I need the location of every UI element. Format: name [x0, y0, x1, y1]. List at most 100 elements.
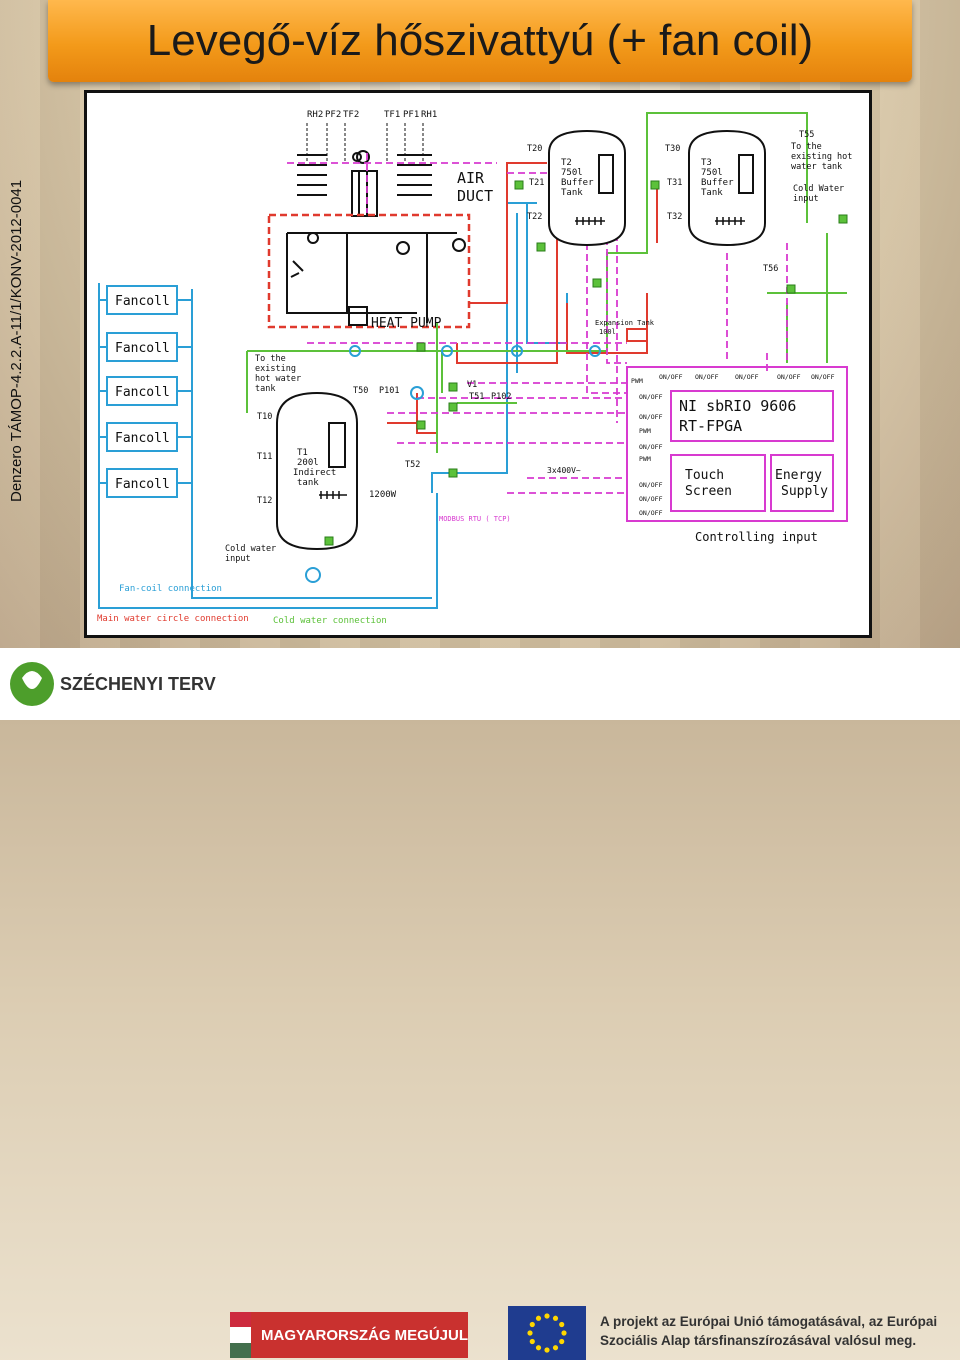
eu-star-icon	[527, 1330, 533, 1336]
svg-text:200l: 200l	[297, 458, 319, 468]
eu-star-icon	[544, 1347, 550, 1353]
svg-text:ON/OFF: ON/OFF	[639, 413, 663, 421]
svg-text:ON/OFF: ON/OFF	[639, 393, 663, 401]
svg-text:T22: T22	[527, 212, 542, 222]
fancoll-2: Fancoll	[106, 332, 178, 362]
svg-text:Fancoll: Fancoll	[115, 385, 170, 400]
svg-text:Buffer: Buffer	[701, 178, 734, 188]
svg-text:To the: To the	[255, 354, 286, 364]
eu-star-icon	[529, 1321, 535, 1328]
svg-text:Fancoll: Fancoll	[115, 294, 170, 309]
svg-text:TF1: TF1	[384, 110, 400, 120]
project-id-label: Denzero TÁMOP-4.2.2.A-11/1/KONV-2012-004…	[8, 179, 25, 502]
svg-text:T52: T52	[405, 460, 420, 470]
controller-name: NI sbRIO 9606	[679, 397, 796, 415]
eu-funding-line2: Szociális Alap társfinanszírozásával val…	[600, 1333, 917, 1348]
svg-text:tank: tank	[297, 478, 319, 488]
magyarorszag-megujul-text: MAGYARORSZÁG MEGÚJUL	[261, 1326, 468, 1344]
controller-block: NI sbRIO 9606 RT-FPGA Touch Screen Energ…	[626, 366, 848, 544]
legend-main-water: Main water circle connection	[97, 614, 249, 624]
touch-screen-line2: Screen	[685, 484, 732, 499]
svg-text:RH1: RH1	[421, 110, 437, 120]
heater-label: 1200W	[369, 490, 397, 500]
svg-text:750l: 750l	[701, 168, 723, 178]
legend-cold-water: Cold water connection	[273, 616, 387, 626]
fancoll-1: Fancoll	[106, 285, 178, 315]
svg-text:DUCT: DUCT	[457, 187, 493, 205]
svg-text:ON/OFF: ON/OFF	[735, 373, 759, 381]
svg-text:Tank: Tank	[701, 188, 723, 198]
svg-text:ON/OFF: ON/OFF	[639, 495, 663, 503]
svg-text:Indirect: Indirect	[293, 468, 336, 478]
eu-star-icon	[529, 1338, 535, 1345]
energy-supply-line1: Energy	[775, 468, 822, 483]
svg-text:T32: T32	[667, 212, 682, 222]
svg-text:ON/OFF: ON/OFF	[777, 373, 801, 381]
fancoll-4: Fancoll	[106, 422, 178, 452]
eu-star-icon	[544, 1313, 550, 1319]
eu-funding-statement: A projekt az Európai Unió támogatásával,…	[600, 1312, 950, 1350]
svg-text:Expansion Tank: Expansion Tank	[595, 319, 655, 327]
svg-text:100l: 100l	[599, 328, 616, 336]
controller-fpga: RT-FPGA	[679, 417, 742, 435]
heat-pump-diagram: RH2 PF2 TF2 TF1 PF1 RH1 AIR DUCT	[84, 90, 872, 638]
svg-text:T20: T20	[527, 144, 542, 154]
power-label: 3x400V~	[547, 466, 581, 475]
svg-text:input: input	[793, 194, 819, 204]
svg-text:PF1: PF1	[403, 110, 419, 120]
svg-text:TF2: TF2	[343, 110, 359, 120]
svg-text:tank: tank	[255, 384, 275, 394]
fancoll-3: Fancoll	[106, 376, 178, 406]
svg-text:PWM: PWM	[639, 427, 651, 435]
modbus-label: MODBUS RTU ( TCP)	[439, 515, 511, 523]
svg-text:750l: 750l	[561, 168, 583, 178]
eu-star-icon	[552, 1345, 559, 1351]
fan-coil-pipes	[98, 202, 568, 609]
svg-text:ON/OFF: ON/OFF	[695, 373, 719, 381]
existing-hot-water-right: To the existing hot water tank	[791, 142, 852, 172]
svg-text:P102: P102	[491, 392, 511, 402]
fancoll-units: Fancoll Fancoll Fancoll Fancoll Fancoll	[106, 285, 178, 498]
svg-text:PWM: PWM	[631, 377, 643, 385]
buffer-tank-t3: T3 750l Buffer Tank	[688, 129, 766, 247]
heat-exchanger-coils	[297, 123, 432, 217]
svg-text:T30: T30	[665, 144, 680, 154]
valve-markers	[324, 180, 848, 546]
svg-text:T11: T11	[257, 452, 272, 462]
svg-text:hot water: hot water	[255, 374, 301, 384]
eu-star-icon	[561, 1330, 567, 1336]
svg-text:P101: P101	[379, 386, 399, 396]
eu-star-icon	[535, 1345, 542, 1351]
svg-text:T21: T21	[529, 178, 544, 188]
cold-water-input-left: Cold water input	[225, 544, 276, 564]
svg-text:Tank: Tank	[561, 188, 583, 198]
legend-fan-coil: Fan-coil connection	[119, 584, 222, 594]
cold-water-input-right: Cold Water input	[793, 184, 844, 204]
svg-text:T12: T12	[257, 496, 272, 506]
svg-text:existing: existing	[255, 364, 296, 374]
svg-text:existing hot: existing hot	[791, 152, 852, 162]
svg-text:ON/OFF: ON/OFF	[659, 373, 683, 381]
svg-text:V1: V1	[467, 380, 477, 390]
heat-pump-unit: HEAT PUMP	[267, 213, 471, 331]
svg-text:RH2: RH2	[307, 110, 323, 120]
svg-text:input: input	[225, 554, 251, 564]
heat-pump-label: HEAT PUMP	[371, 316, 442, 331]
eu-star-icon	[559, 1321, 565, 1328]
svg-text:Fancoll: Fancoll	[115, 477, 170, 492]
eu-star-icon	[535, 1315, 542, 1321]
existing-hot-water-left: To the existing hot water tank	[255, 354, 301, 394]
controller-io-labels: PWM ON/OFF ON/OFF ON/OFF ON/OFF ON/OFF O…	[631, 373, 835, 517]
szechenyi-terv-logo: SZÉCHENYI TERV	[10, 662, 216, 706]
svg-text:ON/OFF: ON/OFF	[639, 443, 663, 451]
svg-text:Cold water: Cold water	[225, 544, 276, 554]
sensor-labels: T20 T21 T22 T30 T31 T32 T55 T56 T10 T11 …	[257, 130, 814, 506]
eu-funding-line1: A projekt az Európai Unió támogatásával,…	[600, 1314, 938, 1329]
touch-screen-line1: Touch	[685, 468, 724, 483]
svg-text:PWM: PWM	[639, 455, 651, 463]
svg-text:Fancoll: Fancoll	[115, 431, 170, 446]
svg-text:T31: T31	[667, 178, 682, 188]
svg-text:T51: T51	[469, 392, 484, 402]
svg-text:Cold Water: Cold Water	[793, 184, 844, 194]
svg-text:T2: T2	[561, 158, 572, 168]
